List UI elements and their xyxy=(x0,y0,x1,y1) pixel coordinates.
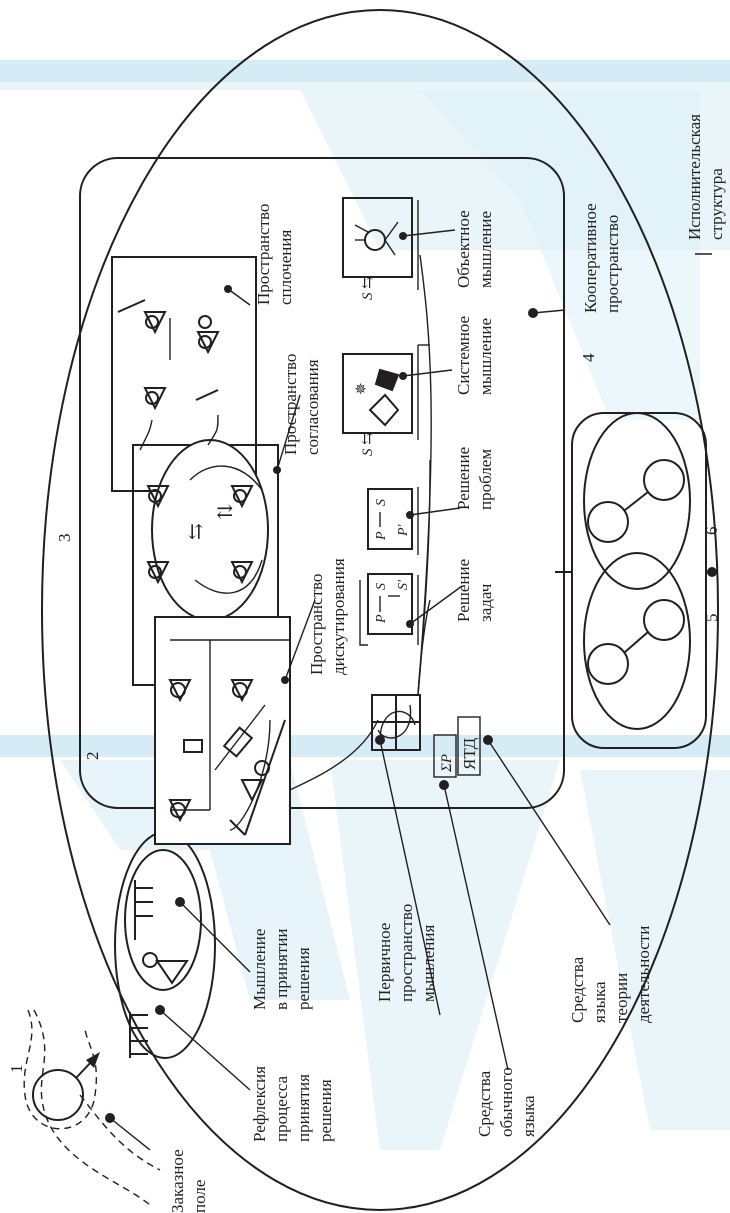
ytd-symbol: ЯТД xyxy=(460,737,479,770)
task-solving-figure: P S S' xyxy=(359,573,463,646)
system-s-symbol: S ⇆ xyxy=(360,432,376,456)
label-cohesion-space-2: сплочения xyxy=(276,230,295,305)
outer-ellipse xyxy=(41,9,719,1211)
label-discussion-space-1: Пространство xyxy=(307,574,326,675)
watermark xyxy=(0,60,730,1150)
label-activity-language-1: Средства xyxy=(568,956,587,1023)
label-reflexion-1: Рефлексия xyxy=(250,1066,269,1142)
label-problem-solving-1: Решение xyxy=(454,447,473,510)
system-thinking-figure: ✵ S ⇆ xyxy=(342,344,453,456)
label-agreement-space-2: согласования xyxy=(303,359,322,455)
object-thinking-figure: S ⇆ xyxy=(342,197,456,300)
number-6: 6 xyxy=(702,527,721,536)
label-cooperative-space-1: Кооперативное xyxy=(581,203,600,313)
svg-text:⇅: ⇅ xyxy=(215,503,237,520)
number-2: 2 xyxy=(83,752,102,761)
label-executive-structure-2: структура xyxy=(707,168,726,240)
label-system-thinking-1: Системное xyxy=(454,316,473,395)
reflexion-figure xyxy=(114,831,251,1091)
svg-text:⇆: ⇆ xyxy=(185,523,207,540)
label-activity-language-3: теории xyxy=(612,973,631,1023)
group-ellipse-6 xyxy=(583,412,691,590)
number-1: 1 xyxy=(7,1065,26,1074)
sum-p-symbol: ΣP xyxy=(439,754,455,773)
label-thinking-decision-1: Мышление xyxy=(250,929,269,1010)
primary-space-figure xyxy=(289,254,441,1016)
number-4: 4 xyxy=(579,353,598,362)
label-problem-solving-2: проблем xyxy=(476,449,495,510)
label-object-thinking-2: мышление xyxy=(476,211,495,288)
svg-text:S: S xyxy=(374,499,389,506)
label-task-solving-2: задач xyxy=(476,583,495,622)
label-cohesion-space-1: Пространство xyxy=(254,204,273,305)
number-5: 5 xyxy=(702,614,721,623)
group-ellipse-5 xyxy=(583,552,691,730)
label-primary-space-1: Первичное xyxy=(375,923,394,1002)
svg-text:S: S xyxy=(374,583,389,590)
label-ordinary-language-1: Средства xyxy=(475,1070,494,1137)
label-thinking-decision-2: в принятии xyxy=(272,928,291,1010)
problem-solving-figure: P S P' xyxy=(367,487,461,555)
label-activity-language-4: деятельности xyxy=(634,926,653,1023)
label-ordinary-language-3: языка xyxy=(519,1095,538,1137)
label-thinking-decision-3: решения xyxy=(294,947,313,1010)
cohesion-space-figure xyxy=(117,299,220,451)
label-object-thinking-1: Объектное xyxy=(454,210,473,288)
ordered-field-figure xyxy=(23,1009,161,1206)
language-symbols: ΣP ЯТД xyxy=(433,716,611,1071)
label-reflexion-3: принятия xyxy=(294,1074,313,1142)
label-task-solving-1: Решение xyxy=(454,559,473,622)
label-primary-space-2: пространство xyxy=(397,904,416,1002)
label-activity-language-2: языка xyxy=(590,981,609,1023)
label-ordered-field-2: поле xyxy=(190,1180,209,1213)
label-reflexion-2: процесса xyxy=(272,1076,291,1142)
object-s-symbol: S ⇆ xyxy=(360,276,376,300)
svg-text:S': S' xyxy=(396,579,411,590)
svg-text:P': P' xyxy=(396,523,411,537)
svg-text:P: P xyxy=(374,614,389,624)
number-3: 3 xyxy=(55,534,74,543)
label-system-thinking-2: мышление xyxy=(476,318,495,395)
label-ordinary-language-2: обычного xyxy=(497,1067,516,1137)
primary-workspace-frame xyxy=(79,157,565,809)
svg-text:✵: ✵ xyxy=(354,382,370,395)
label-discussion-space-2: дискутирования xyxy=(329,558,348,675)
label-primary-space-3: мышления xyxy=(419,925,438,1002)
agreement-space-figure: ⇆ ⇅ xyxy=(146,465,263,594)
discussion-space-figure xyxy=(111,256,291,845)
label-cooperative-space-2: пространство xyxy=(603,215,622,313)
svg-text:P: P xyxy=(374,531,389,541)
label-agreement-space-1: Пространство xyxy=(281,354,300,455)
label-executive-structure-1: Исполнительская xyxy=(685,114,704,240)
label-reflexion-4: решения xyxy=(316,1079,335,1142)
label-ordered-field-1: Заказное xyxy=(168,1149,187,1213)
